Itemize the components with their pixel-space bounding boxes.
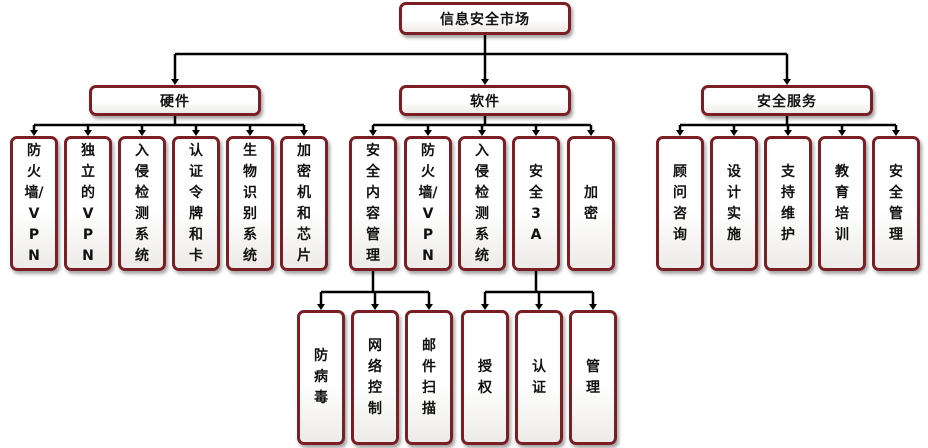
leaf-label: 授权: [478, 358, 492, 396]
content-mail-scanning: 邮件扫描: [405, 310, 453, 445]
arrowhead: [892, 130, 900, 136]
arrowhead: [784, 130, 792, 136]
arrowhead: [481, 79, 489, 85]
arrowhead: [246, 130, 254, 136]
hardware-intrusion-detection: 入侵检测系统: [118, 136, 166, 271]
leaf-label: 支持维护: [781, 163, 795, 243]
leaf-label: 防病毒: [314, 348, 328, 406]
leaf-label: 防火墙/VPN: [418, 142, 438, 264]
hardware-biometric: 生物识别系统: [226, 136, 274, 271]
arrowhead: [587, 130, 595, 136]
leaf-label: 邮件扫描: [422, 337, 436, 417]
arrowhead: [532, 130, 540, 136]
service-training: 教育培训: [818, 136, 866, 271]
service-support-maintenance: 支持维护: [764, 136, 812, 271]
leaf-label: 入侵检测系统: [135, 142, 149, 264]
aaa-authentication: 认证: [515, 310, 563, 445]
category-label: 软件: [470, 93, 500, 110]
arrowhead: [535, 304, 543, 310]
arrowhead: [783, 79, 791, 85]
hardware-firewall-vpn: 防火墙/VPN: [10, 136, 58, 271]
category-label: 硬件: [160, 93, 190, 110]
service-consulting: 顾问咨询: [656, 136, 704, 271]
content-antivirus: 防病毒: [297, 310, 345, 445]
leaf-label: 安全内容管理: [366, 142, 380, 264]
arrowhead: [730, 130, 738, 136]
leaf-label: 顾问咨询: [673, 163, 687, 243]
leaf-label: 教育培训: [835, 163, 849, 243]
arrowhead: [317, 304, 325, 310]
leaf-label: 管理: [586, 358, 600, 396]
leaf-label: 安全管理: [889, 163, 903, 243]
category-hardware: 硬件: [89, 85, 261, 116]
arrowhead: [371, 304, 379, 310]
hardware-standalone-vpn: 独立的VPN: [64, 136, 112, 271]
arrowhead: [300, 130, 308, 136]
leaf-label: 设计实施: [727, 163, 741, 243]
leaf-label: 加密: [584, 184, 598, 222]
hardware-auth-token-card: 认证令牌和卡: [172, 136, 220, 271]
leaf-label: 入侵检测系统: [475, 142, 489, 264]
software-security-3a: 安全3A: [512, 136, 560, 271]
root-label: 信息安全市场: [440, 11, 530, 28]
arrowhead: [138, 130, 146, 136]
arrowhead: [192, 130, 200, 136]
software-intrusion-detection: 入侵检测系统: [458, 136, 506, 271]
leaf-label: 独立的VPN: [81, 142, 95, 264]
arrowhead: [369, 130, 377, 136]
hardware-crypto-chip: 加密机和芯片: [280, 136, 328, 271]
arrowhead: [424, 130, 432, 136]
arrowhead: [676, 130, 684, 136]
arrowhead: [30, 130, 38, 136]
category-security-services: 安全服务: [701, 85, 873, 116]
arrowhead: [589, 304, 597, 310]
arrowhead: [838, 130, 846, 136]
arrowhead: [425, 304, 433, 310]
category-label: 安全服务: [757, 93, 817, 110]
content-network-control: 网络控制: [351, 310, 399, 445]
leaf-label: 认证: [532, 358, 546, 396]
software-content-management: 安全内容管理: [349, 136, 397, 271]
category-software: 软件: [399, 85, 571, 116]
arrowhead: [481, 304, 489, 310]
arrowhead: [171, 79, 179, 85]
root-node: 信息安全市场: [399, 2, 571, 35]
leaf-label: 防火墙/VPN: [24, 142, 44, 264]
service-security-management: 安全管理: [872, 136, 920, 271]
leaf-label: 安全3A: [529, 163, 543, 243]
software-encryption: 加密: [567, 136, 615, 271]
arrowhead: [478, 130, 486, 136]
software-firewall-vpn: 防火墙/VPN: [404, 136, 452, 271]
arrowhead: [84, 130, 92, 136]
leaf-label: 加密机和芯片: [297, 142, 311, 264]
leaf-label: 生物识别系统: [243, 142, 257, 264]
aaa-administration: 管理: [569, 310, 617, 445]
aaa-authorization: 授权: [461, 310, 509, 445]
service-design-implementation: 设计实施: [710, 136, 758, 271]
leaf-label: 网络控制: [368, 337, 382, 417]
leaf-label: 认证令牌和卡: [189, 142, 203, 264]
